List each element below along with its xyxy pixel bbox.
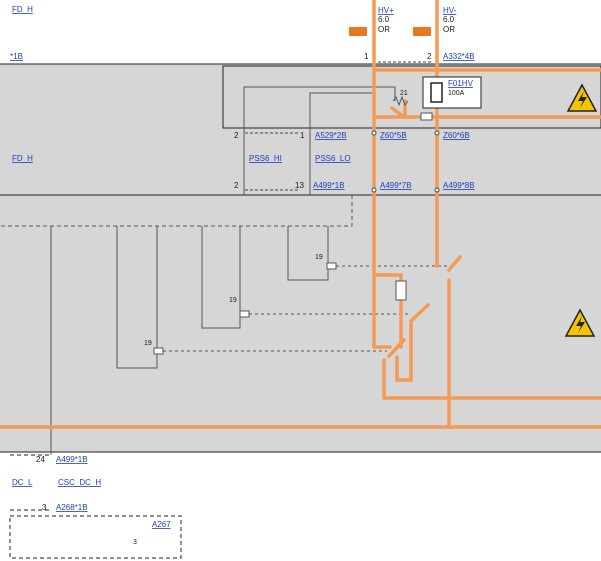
mid-ref-d[interactable]: A499*1B	[313, 181, 345, 190]
connection-nodes	[371, 130, 440, 193]
connector-box-ref[interactable]: A267	[152, 520, 171, 529]
top-row-ref[interactable]: *1B	[10, 52, 23, 61]
hv-plus-color-swatch	[349, 27, 367, 36]
fuse-enclosure	[222, 65, 601, 129]
lower-band	[0, 195, 601, 452]
fuse-pin: 21	[400, 90, 408, 97]
signal-lo[interactable]: PSS6_LO	[315, 154, 351, 163]
resistor	[395, 280, 407, 301]
top-pin-right: 2	[427, 52, 432, 61]
warning-high-voltage-icon	[566, 83, 598, 112]
fuse-resistor-zigzag	[392, 95, 409, 107]
mid-left-ref[interactable]: FD_H	[12, 154, 33, 163]
fuse-name[interactable]: F01HV	[448, 79, 474, 88]
bottom-left-sig[interactable]: DC_L	[12, 478, 33, 487]
hv-plus-color: OR	[378, 25, 390, 34]
upper-band	[0, 64, 601, 195]
bottom-ref-a[interactable]: A499*1B	[56, 455, 88, 464]
connector-box-pin: 3	[133, 539, 137, 546]
top-left-ref[interactable]: FD_H	[12, 5, 33, 14]
hv-plus-name[interactable]: HV+	[378, 6, 394, 15]
mid-pin-b: 1	[300, 131, 305, 140]
mid-ref-f[interactable]: A499*8B	[443, 181, 475, 190]
bottom-pin-a: 24	[36, 455, 45, 464]
fuse-rating: 100A	[448, 90, 465, 97]
top-conn-ref[interactable]: A332*4B	[443, 52, 475, 61]
hv-plus-value: 6.0	[378, 15, 390, 24]
fuse-small	[420, 112, 433, 121]
hv-minus-value: 6.0	[443, 15, 455, 24]
control-wires	[0, 86, 396, 455]
bottom-ref-b[interactable]: A268*1B	[56, 503, 88, 512]
bottom-pin-b: 3	[42, 503, 47, 512]
power-rails	[0, 0, 601, 429]
relay-label-2: 19	[229, 297, 237, 304]
hv-minus-color: OR	[443, 25, 455, 34]
top-pin-left: 1	[364, 52, 369, 61]
relay-label-3: 19	[315, 254, 323, 261]
mid-ref-b[interactable]: Z60*5B	[380, 131, 407, 140]
mid-ref-e[interactable]: A499*7B	[380, 181, 412, 190]
switch-contacts	[387, 106, 406, 358]
hv-minus-name[interactable]: HV-	[443, 6, 457, 15]
fuse-element	[430, 82, 443, 103]
relay-label-1: 19	[144, 340, 152, 347]
signal-hi[interactable]: PSS6_HI	[249, 154, 282, 163]
connector-a267-box	[9, 515, 182, 559]
bottom-sig[interactable]: CSC_DC_H	[58, 478, 101, 487]
relay-coils	[153, 262, 452, 355]
mid-pin-c: 2	[234, 181, 239, 190]
mid-pin-a: 2	[234, 131, 239, 140]
hv-minus-color-swatch	[413, 27, 431, 36]
warning-high-voltage-icon	[564, 308, 596, 337]
mid-ref-a[interactable]: A529*2B	[315, 131, 347, 140]
mid-ref-c[interactable]: Z60*6B	[443, 131, 470, 140]
mid-pin-d: 13	[295, 181, 304, 190]
